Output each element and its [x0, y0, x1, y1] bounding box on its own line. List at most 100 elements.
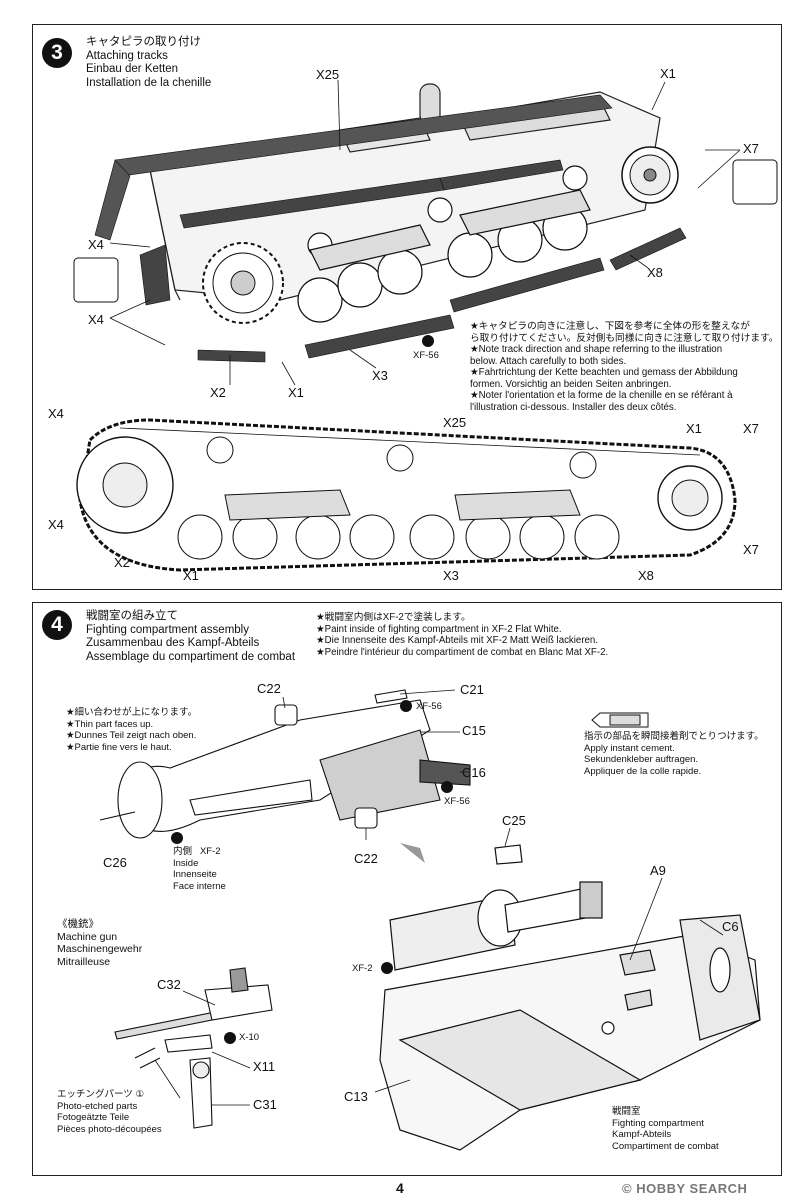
paint-dot-icon [422, 335, 434, 347]
note-line: ★Die Innenseite des Kampf-Abteils mit XF… [316, 635, 599, 646]
inside-code-line: 内側 XF-2 [173, 846, 226, 858]
note-line: Apply instant cement. [584, 742, 675, 754]
track-link-inset [73, 159, 778, 303]
note-line: ★戦闘室内側はXF-2で塗装します。 [316, 612, 471, 623]
track-direction-note: ★キャタピラの向きに注意し、下図を参考に全体の形を整えなが ら取り付けてください… [470, 321, 778, 413]
step-4-title-en: Fighting compartment assembly [86, 623, 249, 636]
step-3-title-en: Attaching tracks [86, 49, 168, 62]
machine-gun-diagram [114, 967, 273, 1129]
label-c32: C32 [157, 977, 181, 992]
page-number: 4 [396, 1180, 404, 1196]
note-line: formen. Vorsichtig an beiden Seiten anbr… [470, 378, 672, 390]
note-line: below. Attach carefully to both sides. [470, 355, 627, 367]
label-x2: X2 [114, 555, 130, 570]
label-c21: C21 [460, 682, 484, 697]
watermark-text: HOBBY SEARCH [636, 1181, 748, 1196]
cement-note: 指示の部品を瞬間接着剤でとりつけます。 Apply instant cement… [584, 731, 764, 777]
paint-dot-icon [400, 700, 412, 712]
cement-tube-icon [591, 712, 649, 728]
compartment-de: Kampf-Abteils [612, 1129, 672, 1140]
idler-wheel [621, 146, 679, 204]
step-3-panel [32, 24, 782, 590]
note-line: ★Paint inside of fighting compartment in… [316, 623, 562, 635]
label-x7: X7 [743, 141, 759, 156]
note-line: ★Peindre l'intérieur du compartiment de … [316, 646, 609, 658]
note-line: ★Note track direction and shape referrin… [470, 344, 723, 355]
etched-de: Fotogeätzte Teile [57, 1112, 130, 1123]
step-4-title-fr: Assemblage du compartiment de combat [86, 650, 296, 663]
note-line: 指示の部品を瞬間接着剤でとりつけます。 [584, 731, 764, 742]
label-x4: X4 [48, 406, 64, 421]
label-c25: C25 [502, 813, 526, 828]
label-x4: X4 [48, 517, 64, 532]
paint-code: XF-56 [413, 350, 439, 361]
label-c16: C16 [462, 765, 486, 780]
mg-en: Machine gun [57, 930, 118, 943]
label-c15: C15 [462, 723, 486, 738]
paint-code: XF-56 [444, 796, 470, 807]
label-x4: X4 [88, 237, 104, 252]
label-x8: X8 [638, 568, 654, 583]
paint-code: X-10 [239, 1032, 260, 1043]
inside-de: Innenseite [173, 869, 217, 880]
paint-code: XF-2 [199, 846, 221, 857]
note-line: ★Thin part faces up. [66, 718, 154, 730]
paint-dot-icon [171, 832, 183, 844]
etched-ja: エッチングパーツ ① [57, 1089, 144, 1100]
note-line: ら取り付けてください。反対側も同様に向きに注意して取り付けます。 [470, 332, 779, 344]
step-3-title-de: Einbau der Ketten [86, 63, 179, 75]
step-4-title: 戦闘室の組み立て Fighting compartment assembly Z… [86, 610, 295, 664]
drive-sprocket [202, 242, 284, 324]
upper-track-run [94, 94, 613, 241]
step-4-panel [32, 602, 782, 1176]
label-x2: X2 [210, 385, 226, 400]
label-x7: X7 [743, 542, 759, 557]
step-3-title: キャタピラの取り付け Attaching tracks Einbau der K… [86, 36, 211, 90]
step-number-4: 4 [42, 610, 72, 640]
assembly-arrow-icon [400, 843, 425, 863]
inside-ja: 内側 [173, 846, 193, 857]
label-x3: X3 [372, 368, 388, 383]
label-x4: X4 [88, 312, 104, 327]
label-c22: C22 [257, 681, 281, 696]
step-3-title-ja: キャタピラの取り付け [86, 36, 201, 48]
label-x25: X25 [316, 67, 340, 82]
label-x1: X1 [288, 385, 304, 400]
note-line: ★Dunnes Teil zeigt nach oben. [66, 730, 197, 741]
label-x1: X1 [686, 421, 702, 436]
compartment-ja: 戦闘室 [612, 1106, 641, 1117]
mg-de: Maschinengewehr [57, 943, 143, 955]
watermark-logo: © HOBBY SEARCH [622, 1181, 748, 1196]
mg-ja: 《機銃》 [57, 918, 99, 930]
thin-part-note: ★細い合わせが上になります。 ★Thin part faces up. ★Dun… [66, 707, 197, 753]
track-segments [139, 159, 687, 363]
compartment-label: 戦闘室 Fighting compartment Kampf-Abteils C… [612, 1106, 719, 1152]
side-view-diagram [76, 418, 737, 572]
bogie-wheels [297, 165, 591, 323]
inside-note: 内側 XF-2 Inside Innenseite Face interne [173, 846, 226, 892]
paint-dot-icon [441, 781, 453, 793]
etched-fr: Pièces photo-découpées [57, 1123, 162, 1135]
label-a9: A9 [650, 863, 666, 878]
label-x1: X1 [183, 568, 199, 583]
label-x3: X3 [443, 568, 459, 583]
label-c6: C6 [722, 919, 739, 934]
etched-en: Photo-etched parts [57, 1100, 138, 1112]
note-line: ★Partie fine vers le haut. [66, 741, 172, 753]
label-x8: X8 [647, 265, 663, 280]
inside-fr: Face interne [173, 880, 226, 892]
label-x1: X1 [660, 66, 676, 81]
machine-gun-title: 《機銃》 Machine gun Maschinengewehr Mitrail… [57, 918, 142, 968]
note-line: ★Fahrtrichtung der Kette beachten und ge… [470, 367, 738, 378]
label-c31: C31 [253, 1097, 277, 1112]
interior-paint-note: ★戦闘室内側はXF-2で塗装します。 ★Paint inside of figh… [316, 612, 608, 658]
inside-en: Inside [173, 857, 199, 869]
label-x7: X7 [743, 421, 759, 436]
note-line: ★細い合わせが上になります。 [66, 707, 198, 718]
note-line: Appliquer de la colle rapide. [584, 765, 702, 777]
note-line: ★キャタピラの向きに注意し、下図を参考に全体の形を整えなが [470, 321, 750, 332]
label-c22: C22 [354, 851, 378, 866]
paint-code: XF-56 [416, 701, 442, 712]
label-x25: X25 [443, 415, 467, 430]
